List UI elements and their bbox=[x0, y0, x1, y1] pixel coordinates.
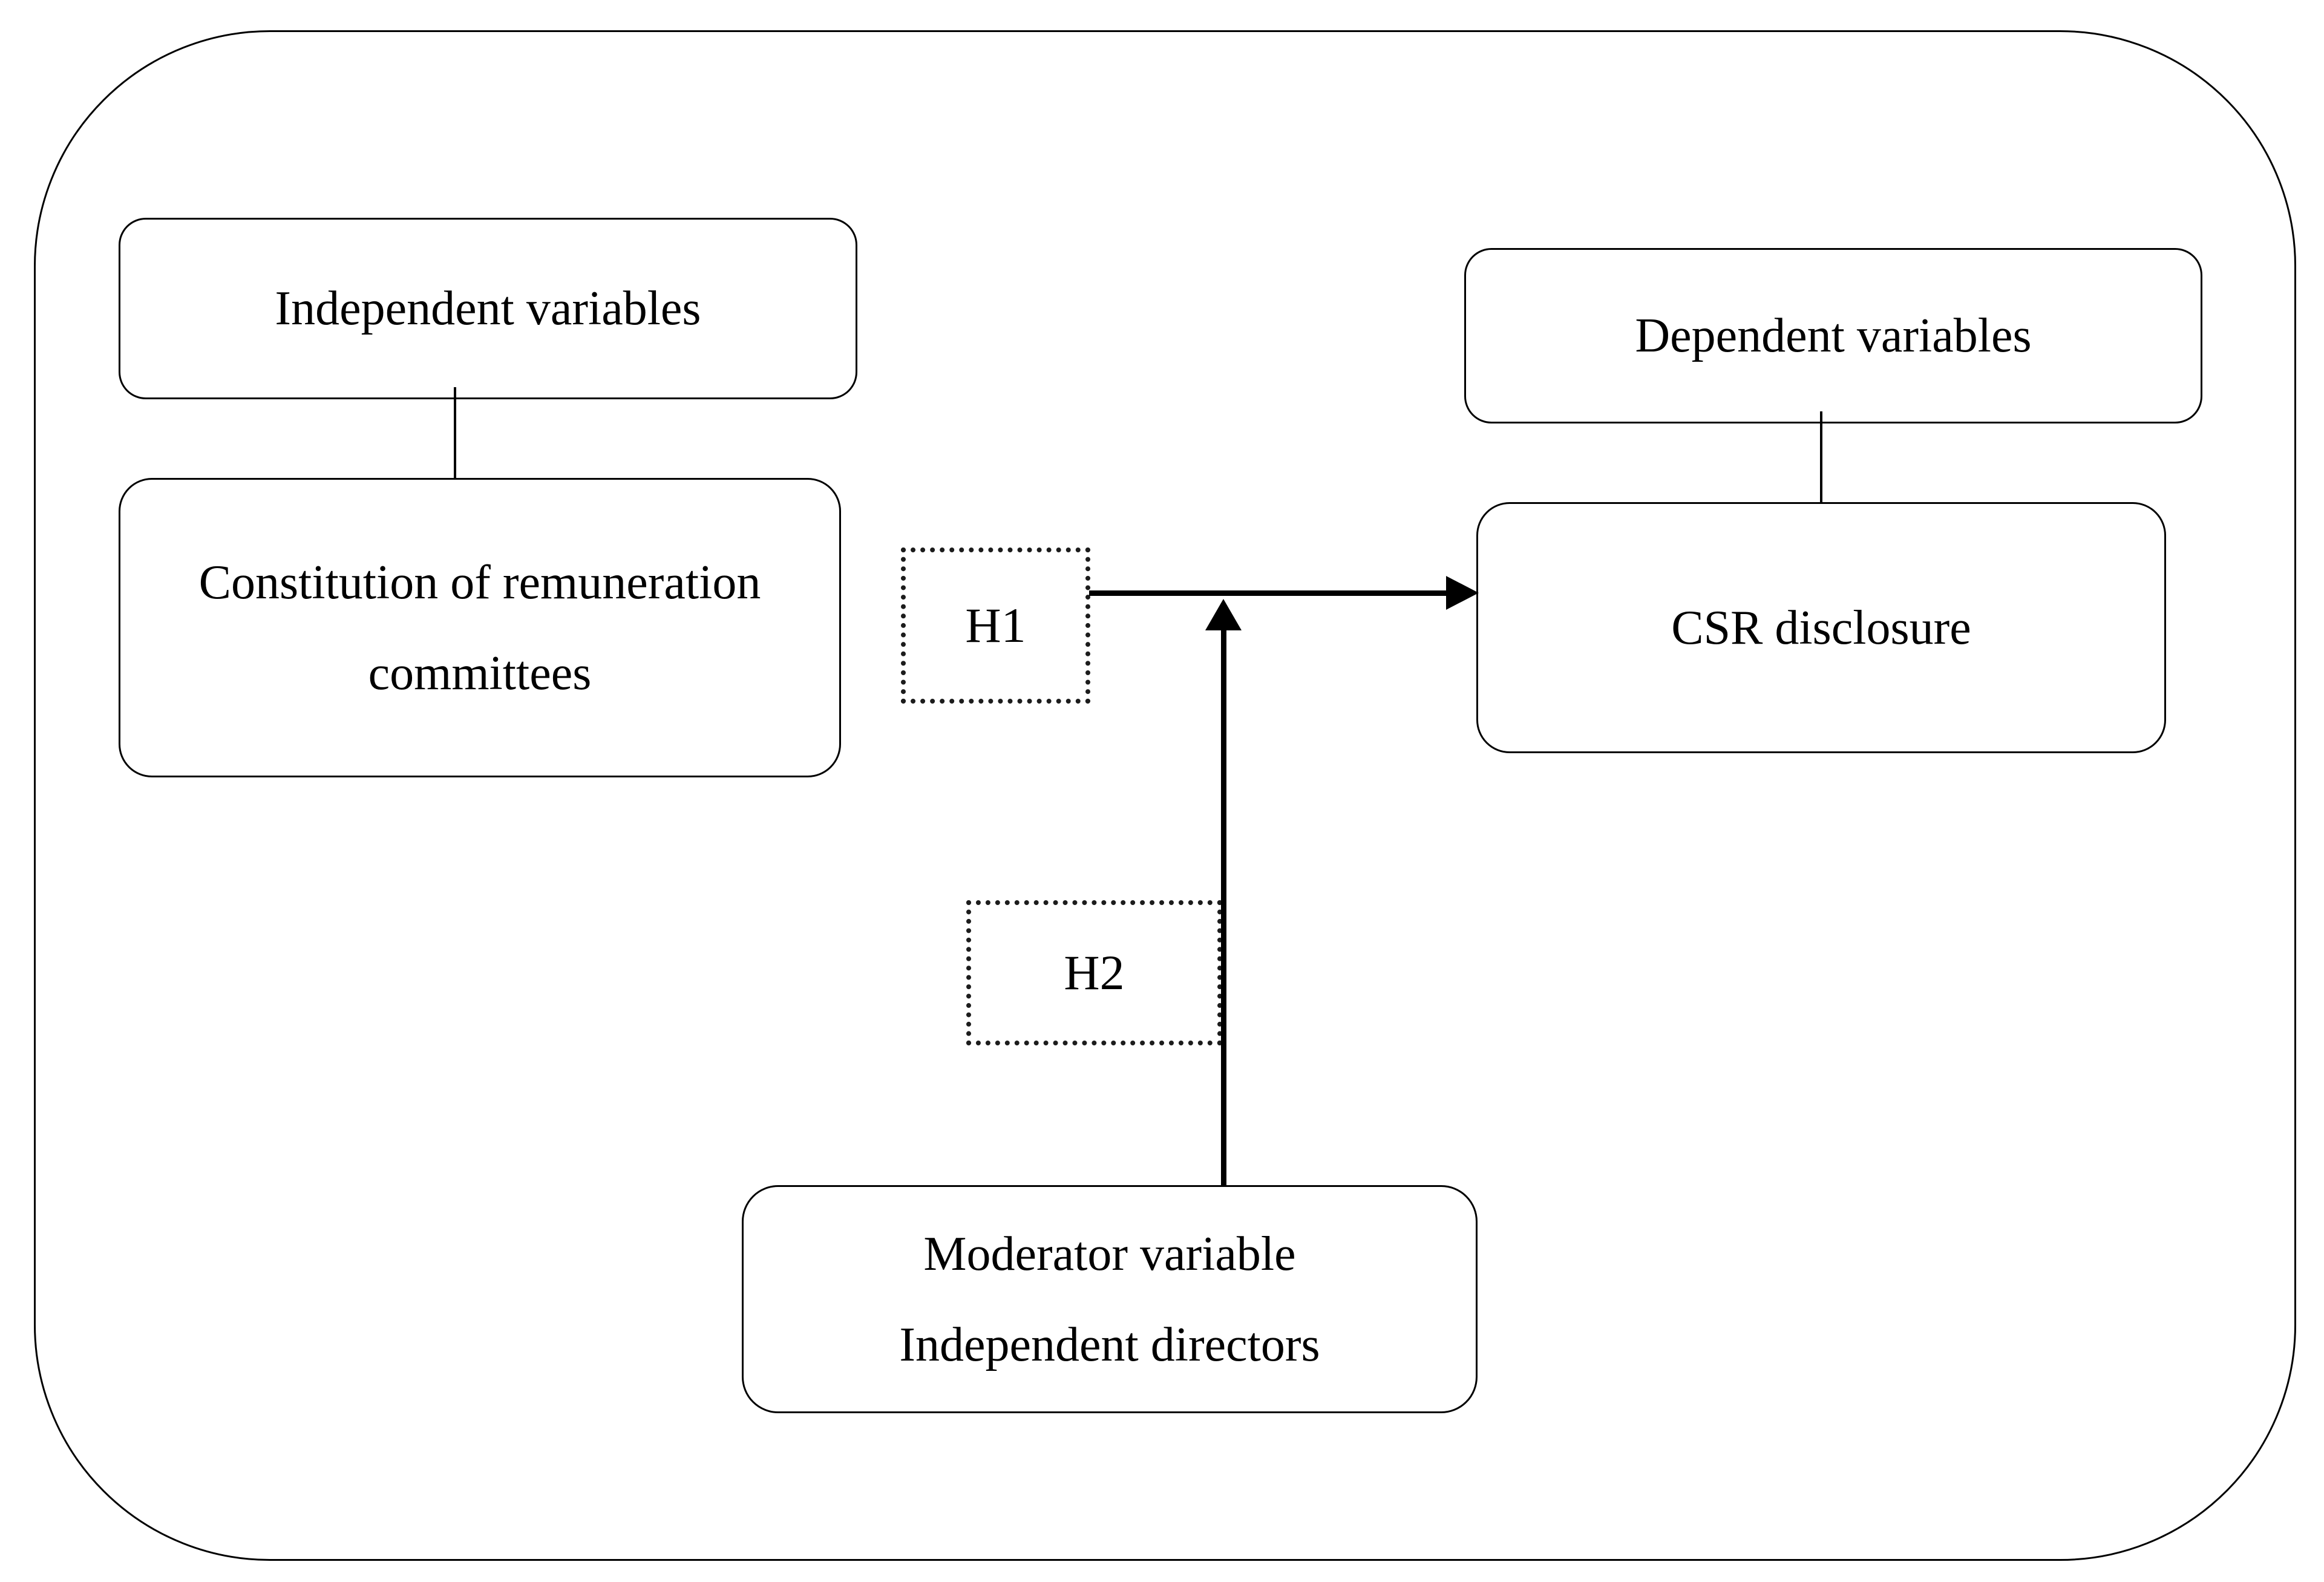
constitution-label-line2: committees bbox=[368, 646, 592, 700]
constitution-box: Constitution of remuneration committees bbox=[119, 478, 841, 777]
hypothesis-h2-box: H2 bbox=[966, 900, 1222, 1045]
connector-independent-to-constitution bbox=[454, 387, 456, 490]
independent-variables-label: Independent variables bbox=[275, 282, 701, 335]
h1-arrow-head-icon bbox=[1446, 576, 1479, 610]
csr-disclosure-label: CSR disclosure bbox=[1671, 601, 1971, 655]
dependent-variables-label: Dependent variables bbox=[1635, 309, 2032, 362]
moderator-label-line2: Independent directors bbox=[899, 1318, 1320, 1371]
connector-dependent-to-csr bbox=[1820, 411, 1822, 514]
outer-frame bbox=[34, 30, 2296, 1561]
moderator-label-line1: Moderator variable bbox=[923, 1227, 1296, 1281]
csr-disclosure-box: CSR disclosure bbox=[1476, 502, 2166, 753]
hypothesis-h1-box: H1 bbox=[901, 547, 1090, 704]
h2-arrow-head-icon bbox=[1205, 599, 1242, 630]
dependent-variables-box: Dependent variables bbox=[1464, 248, 2202, 423]
constitution-label-line1: Constitution of remuneration bbox=[198, 555, 761, 609]
hypothesis-h2-label: H2 bbox=[1064, 945, 1125, 1000]
independent-variables-box: Independent variables bbox=[119, 218, 857, 399]
hypothesis-h1-label: H1 bbox=[965, 598, 1026, 653]
moderator-box: Moderator variable Independent directors bbox=[742, 1185, 1478, 1413]
h2-arrow-line bbox=[1221, 629, 1226, 1185]
h1-arrow-line bbox=[1089, 590, 1447, 596]
